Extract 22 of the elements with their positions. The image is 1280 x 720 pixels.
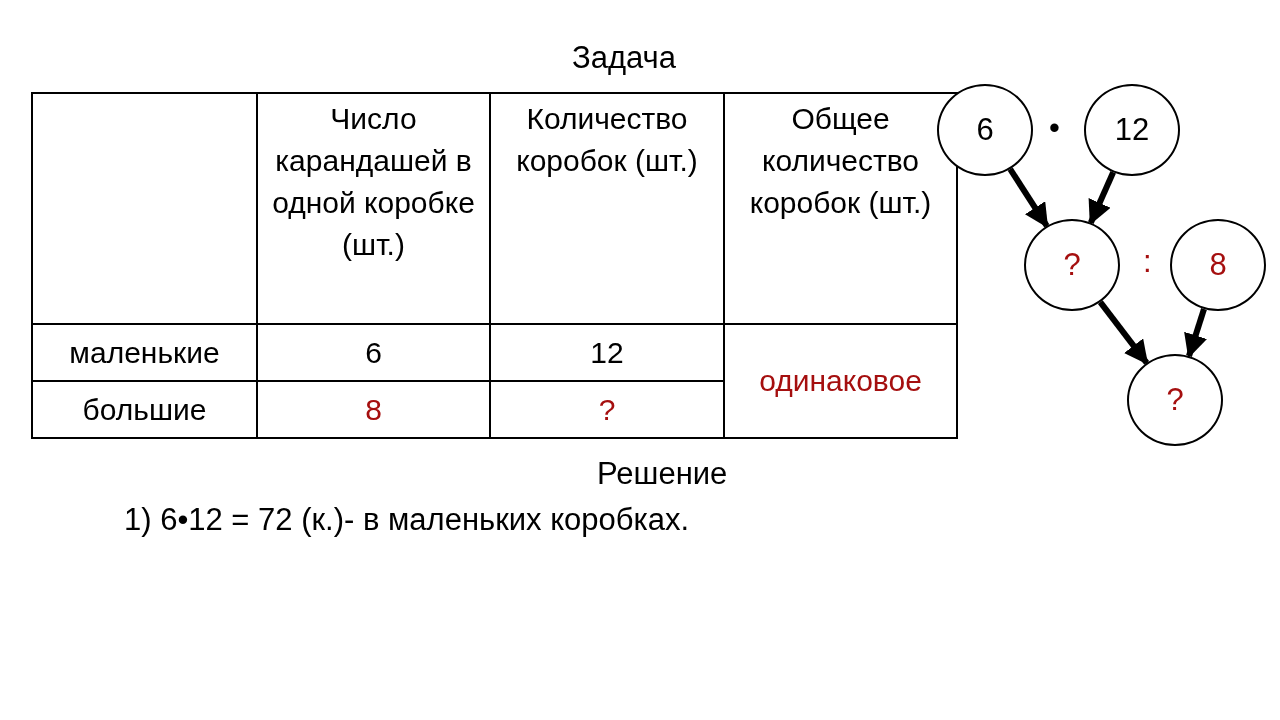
arrow — [1097, 300, 1150, 365]
table-cell: 8 — [257, 381, 490, 438]
division-sign: : — [1143, 244, 1152, 280]
circle-node: ? — [1127, 354, 1223, 446]
table-cell: одинаковое — [724, 324, 957, 438]
row-header-cell: маленькие — [32, 324, 257, 381]
row-header-cell: большие — [32, 381, 257, 438]
title: Задача — [572, 40, 676, 76]
arrow — [1007, 167, 1050, 228]
circle-node: ? — [1024, 219, 1120, 311]
circle-node: 6 — [937, 84, 1033, 176]
solution-line: 1) 6•12 = 72 (к.)- в маленьких коробках. — [124, 502, 690, 538]
table-cell: 12 — [490, 324, 724, 381]
table-cell: 6 — [257, 324, 490, 381]
heading: Решение — [597, 456, 728, 492]
circle-node: 12 — [1084, 84, 1180, 176]
header-cell: Число карандашей в одной коробке (шт.) — [257, 93, 490, 324]
arrow — [1184, 308, 1207, 359]
circle-node: 8 — [1170, 219, 1266, 311]
multiplication-sign: • — [1049, 110, 1060, 146]
header-cell: Количество коробок (шт.) — [490, 93, 724, 324]
arrow — [1088, 171, 1116, 225]
